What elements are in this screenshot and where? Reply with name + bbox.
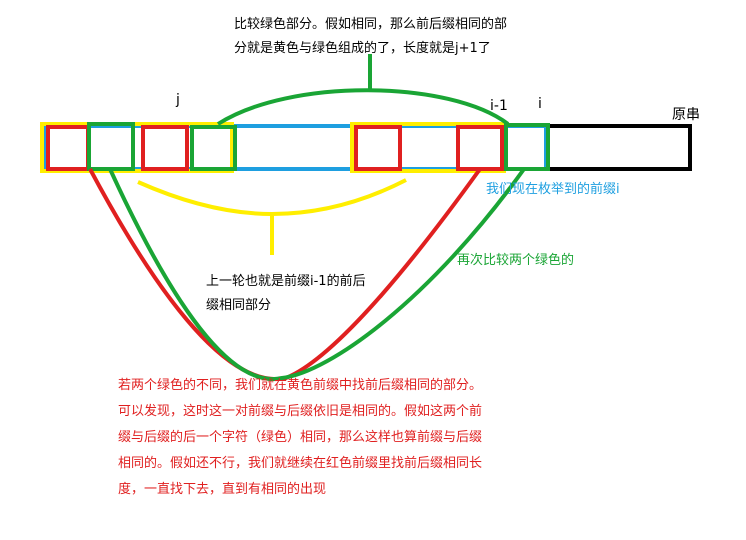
- red-explanation-note: 若两个绿色的不同，我们就在黄色前缀中找前后缀相同的部分。 可以发现，这时这一对前…: [118, 373, 482, 503]
- green-box-1: [87, 122, 135, 171]
- blue-prefix-i-box: [44, 124, 548, 171]
- yellow-bracket: [137, 178, 407, 217]
- green-box-3: [504, 123, 550, 171]
- red-box-1: [46, 125, 90, 171]
- marker-j: j: [176, 92, 180, 108]
- blue-prefix-note: 我们现在枚举到的前缀i: [486, 182, 620, 197]
- yellow-prefix-box: [40, 122, 234, 173]
- marker-i-minus-1: i-1: [490, 98, 508, 114]
- top-note: 比较绿色部分。假如相同，那么前后缀相同的部 分就是黄色与绿色组成的了，长度就是j…: [234, 13, 507, 61]
- yellow-suffix-box: [350, 122, 506, 173]
- red-note-line-1: 若两个绿色的不同，我们就在黄色前缀中找前后缀相同的部分。: [118, 378, 483, 393]
- green-box-2: [190, 125, 237, 171]
- red-note-line-4: 相同的。假如还不行，我们就继续在红色前缀里找前后缀相同长: [118, 456, 483, 471]
- red-note-line-2: 可以发现，这时这一对前缀与后缀依旧是相同的。假如这两个前: [118, 404, 483, 419]
- red-note-line-5: 度，一直找下去，直到有相同的出现: [118, 482, 327, 497]
- green-compare-note: 再次比较两个绿色的: [457, 253, 575, 268]
- red-box-2: [141, 125, 189, 171]
- marker-i: i: [538, 96, 542, 112]
- red-note-line-3: 缀与后缀的后一个字符（绿色）相同，那么这样也算前缀与后缀: [118, 430, 483, 445]
- previous-round-note-line-1: 上一轮也就是前缀i-1的前后: [206, 274, 366, 289]
- top-note-line-1: 比较绿色部分。假如相同，那么前后缀相同的部: [234, 17, 508, 32]
- marker-original-string: 原串: [672, 107, 700, 123]
- green-top-arc: [216, 88, 510, 126]
- red-box-3: [354, 125, 402, 171]
- top-note-line-2: 分就是黄色与绿色组成的了，长度就是j+1了: [234, 41, 491, 56]
- red-box-4: [456, 125, 504, 171]
- previous-round-note-line-2: 缀相同部分: [206, 298, 272, 313]
- previous-round-note: 上一轮也就是前缀i-1的前后 缀相同部分: [206, 270, 366, 318]
- green-bottom-curve: [108, 167, 526, 382]
